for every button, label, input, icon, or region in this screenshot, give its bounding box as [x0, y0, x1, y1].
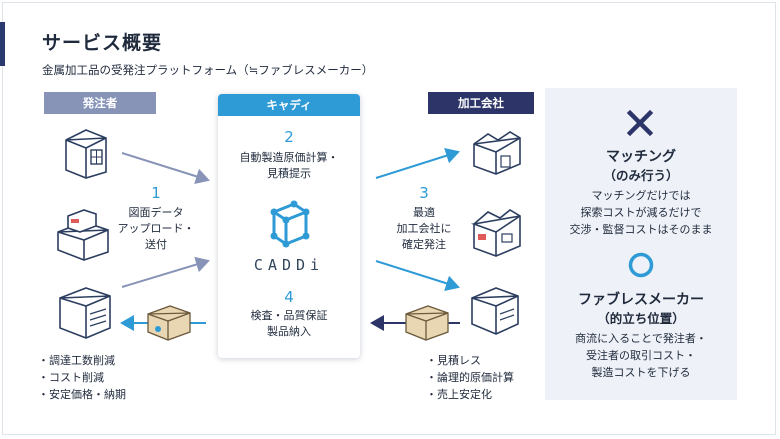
- matching-subtitle: （のみ行う）: [603, 168, 679, 183]
- step1-line1: 図面データ: [128, 206, 184, 219]
- step1-line2: アップロード・: [117, 222, 195, 235]
- caddi-cube-logo-icon: [270, 200, 310, 248]
- workshop-building-icon: [473, 131, 521, 175]
- fabless-line2: 受注者の取引コスト・: [586, 349, 696, 362]
- label-hacchu: 発注者: [44, 92, 156, 114]
- bullet-orderer-3: 安定価格・納期: [38, 386, 126, 403]
- bullet-kakou-2: 論理的原価計算: [426, 369, 514, 386]
- step3-line2: 加工会社に: [396, 222, 452, 235]
- fabless-line3: 製造コストを下げる: [591, 366, 691, 379]
- step2-line2: 見積提示: [267, 167, 311, 180]
- bullet-kakou-3: 売上安定化: [426, 386, 514, 403]
- step1-label: 図面データ アップロード・ 送付: [110, 205, 202, 253]
- step4-label: 検査・品質保証 製品納入: [218, 308, 360, 340]
- step3-number: 3: [419, 184, 429, 202]
- fabless-description: 商流に入ることで発注者・ 受注者の取引コスト・ 製造コストを下げる: [545, 330, 737, 381]
- page-subtitle: 金属加工品の受発注プラットフォーム（≒ファブレスメーカー）: [42, 63, 374, 77]
- step3-line3: 確定発注: [402, 238, 446, 251]
- step4-number: 4: [284, 288, 294, 306]
- warehouse-building-icon: [471, 287, 519, 335]
- arrow-caddi-to-kakou-top: [375, 148, 460, 179]
- matching-title: マッチング: [606, 149, 676, 165]
- arrow-caddi-to-kakou-bottom: [375, 260, 460, 291]
- step4-line2: 製品納入: [267, 325, 311, 338]
- arrow-order-to-caddi-top: [121, 152, 210, 185]
- matching-line2: 探索コストが減るだけで: [580, 206, 702, 219]
- label-caddi: キャディ: [218, 94, 360, 116]
- matching-line1: マッチングだけでは: [591, 189, 691, 202]
- step2-label: 自動製造原価計算・ 見積提示: [218, 150, 360, 182]
- circle-icon: [628, 252, 654, 278]
- factory-with-machines-icon: [470, 209, 521, 257]
- step2-number: 2: [284, 128, 294, 146]
- step3-line1: 最適: [413, 206, 435, 219]
- fabless-subtitle: （的立ち位置）: [597, 311, 685, 326]
- matching-line3: 交渉・監督コストはそのまま: [569, 223, 713, 236]
- package-box-icon-right: [405, 305, 449, 341]
- bullet-orderer-1: 調達工数削減: [38, 352, 126, 369]
- step1-line3: 送付: [145, 238, 167, 251]
- fabless-line1: 商流に入ることで発注者・: [575, 332, 707, 345]
- step3-label: 最適 加工会社に 確定発注: [378, 205, 470, 253]
- cross-icon: [626, 109, 654, 137]
- factory-building-icon: [59, 287, 111, 339]
- machine-tool-icon: [57, 209, 109, 261]
- bullets-orderer: 調達工数削減 コスト削減 安定価格・納期: [38, 352, 126, 403]
- office-building-icon: [65, 129, 107, 179]
- caddi-box: キャディ 2 自動製造原価計算・ 見積提示 CADDi 4 検査・品質保証 製品…: [218, 94, 360, 358]
- step4-line1: 検査・品質保証: [250, 309, 328, 322]
- page-title: サービス概要: [42, 32, 163, 54]
- caddi-logo-text: CADDi: [253, 256, 325, 274]
- bullets-kakou: 見積レス 論理的原価計算 売上安定化: [426, 352, 514, 403]
- step1-number: 1: [151, 184, 161, 202]
- label-kakou: 加工会社: [428, 92, 534, 114]
- bullet-orderer-2: コスト削減: [38, 369, 126, 386]
- matching-description: マッチングだけでは 探索コストが減るだけで 交渉・監督コストはそのまま: [545, 187, 737, 238]
- comparison-panel: [545, 88, 737, 400]
- arrow-order-to-caddi-bottom: [121, 256, 210, 288]
- slide-frame: [2, 2, 776, 435]
- step2-line1: 自動製造原価計算・: [239, 151, 339, 164]
- bullet-kakou-1: 見積レス: [426, 352, 514, 369]
- fabless-title: ファブレスメーカー: [578, 292, 704, 308]
- package-box-icon: [147, 305, 191, 341]
- title-accent-bar: [0, 22, 5, 66]
